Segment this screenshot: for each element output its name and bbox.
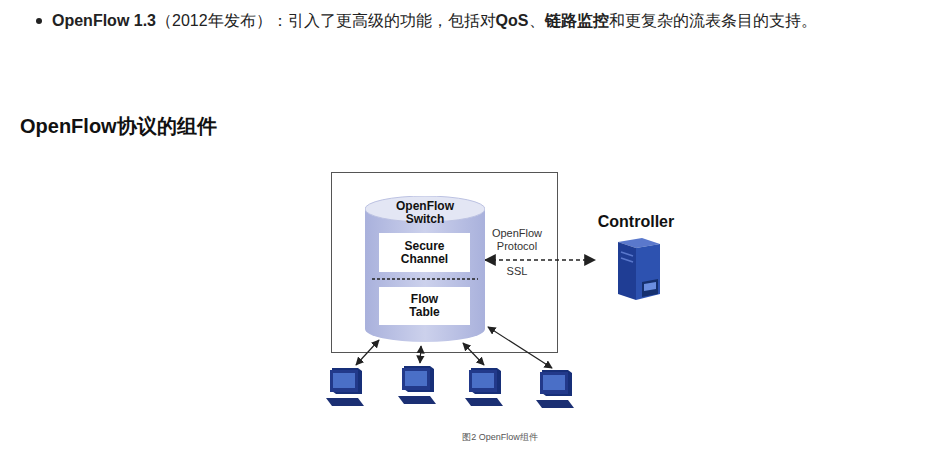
- protocol-connector: [485, 259, 595, 261]
- host-link: [463, 343, 484, 365]
- switch-cylinder: OpenFlow SwitchSecure ChannelFlow Table: [365, 196, 485, 342]
- protocol-label: SSL: [500, 265, 534, 278]
- body-text: （2012年发布）：引入了更高级的功能，包括对: [156, 12, 496, 29]
- server-slot: [621, 252, 633, 256]
- cylinder-body: [365, 209, 485, 342]
- server-right: [636, 244, 660, 300]
- pc-keyboard: [398, 396, 436, 404]
- divider-line: [372, 278, 478, 280]
- pc-screen: [405, 371, 427, 386]
- pc-screen: [472, 373, 494, 388]
- pc-monitor: [469, 370, 497, 392]
- process-box: Flow Table: [379, 287, 470, 325]
- node-label: Flow Table: [400, 293, 450, 319]
- pc-monitor: [540, 372, 568, 394]
- controller-node: Controller: [595, 212, 677, 304]
- bullet-line: OpenFlow 1.3（2012年发布）：引入了更高级的功能，包括对QoS、链…: [52, 11, 817, 31]
- pc-monitor: [330, 370, 358, 392]
- host-pc: [326, 368, 364, 406]
- bullet-dot: [36, 18, 42, 24]
- body-text: 、: [529, 12, 545, 29]
- terminal-screen: [644, 282, 656, 291]
- node-label: Secure Channel: [394, 240, 456, 266]
- edge-label: OpenFlow Protocol: [485, 227, 549, 253]
- server-slot: [621, 258, 633, 262]
- host-pc: [398, 366, 436, 404]
- process-box: Secure Channel: [379, 233, 470, 272]
- host-link: [356, 340, 379, 365]
- server-terminal: [642, 279, 658, 297]
- host-pc: [465, 368, 503, 406]
- switch-frame: [332, 173, 558, 353]
- bold-text: OpenFlow 1.3: [52, 12, 156, 29]
- pc-keyboard: [465, 398, 503, 406]
- server-icon: [612, 238, 666, 302]
- node-label: OpenFlow Switch: [389, 200, 461, 226]
- pc-screen: [333, 373, 355, 388]
- pc-keyboard: [536, 400, 574, 408]
- section-heading: OpenFlow协议的组件: [20, 114, 217, 138]
- bold-text: 链路监控: [545, 12, 609, 29]
- pc-monitor: [402, 368, 430, 390]
- body-text: 和更复杂的流表条目的支持。: [609, 12, 817, 29]
- node-heading: Controller: [595, 212, 677, 232]
- host-link: [420, 346, 421, 363]
- figure-caption: 图2 OpenFlow组件: [400, 431, 600, 443]
- host-pc: [536, 370, 574, 408]
- server-left: [618, 242, 636, 300]
- host-link: [488, 327, 552, 368]
- pc-screen: [543, 375, 565, 390]
- pc-keyboard: [326, 398, 364, 406]
- bold-text: QoS: [496, 12, 529, 29]
